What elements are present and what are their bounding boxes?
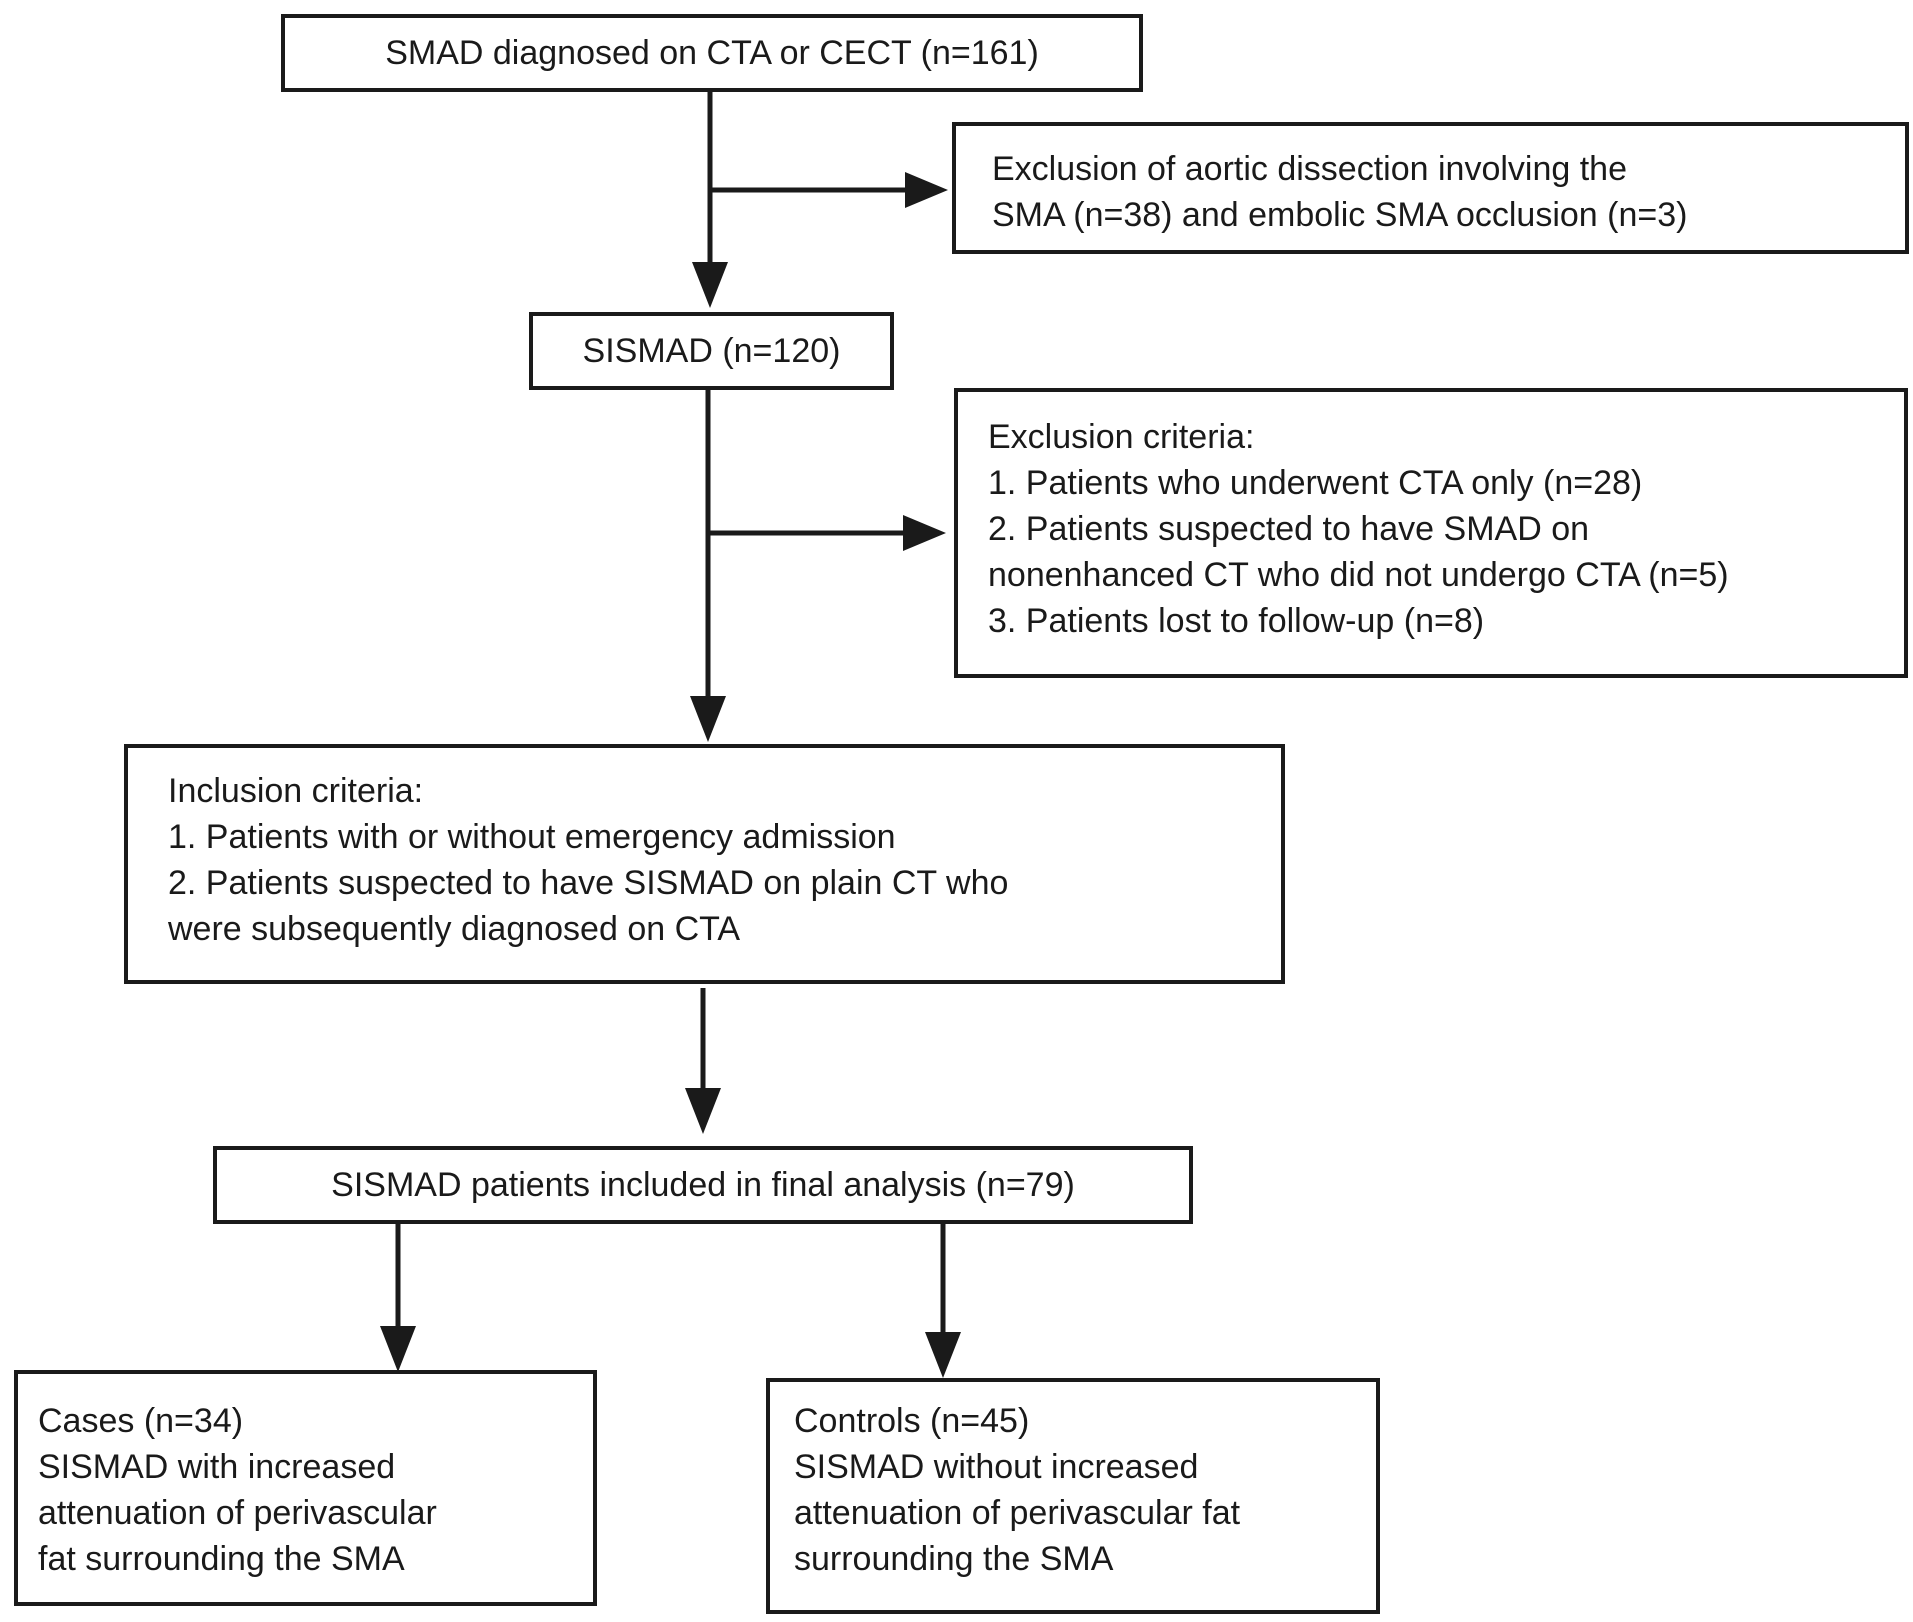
inclusion-criteria-item: 1. Patients with or without emergency ad… — [168, 818, 896, 856]
exclusion1-line: SMA (n=38) and embolic SMA occlusion (n=… — [992, 196, 1688, 234]
exclusion-criteria-item: 3. Patients lost to follow-up (n=8) — [988, 602, 1485, 640]
cases-line: SISMAD with increased — [38, 1448, 396, 1486]
cases-line: attenuation of perivascular — [38, 1494, 437, 1532]
exclusion1-line: Exclusion of aortic dissection involving… — [992, 150, 1627, 188]
controls-line: Controls (n=45) — [794, 1402, 1030, 1440]
controls-line: surrounding the SMA — [794, 1540, 1114, 1578]
box-sismad-label: SISMAD (n=120) — [582, 332, 841, 370]
exclusion-criteria-item: nonenhanced CT who did not undergo CTA (… — [988, 556, 1729, 594]
box-final-analysis-label: SISMAD patients included in final analys… — [331, 1166, 1075, 1204]
box-exclusion-aortic: Exclusion of aortic dissection involving… — [952, 122, 1909, 254]
box-exclusion-criteria: Exclusion criteria: 1. Patients who unde… — [954, 388, 1908, 678]
inclusion-criteria-item: were subsequently diagnosed on CTA — [168, 910, 741, 948]
cases-line: fat surrounding the SMA — [38, 1540, 405, 1578]
exclusion-criteria-item: 1. Patients who underwent CTA only (n=28… — [988, 464, 1643, 502]
box-smad-diagnosed: SMAD diagnosed on CTA or CECT (n=161) — [281, 14, 1143, 92]
exclusion-criteria-title: Exclusion criteria: — [988, 418, 1255, 456]
inclusion-criteria-title: Inclusion criteria: — [168, 772, 424, 810]
inclusion-criteria-item: 2. Patients suspected to have SISMAD on … — [168, 864, 1009, 902]
arrowhead — [380, 1326, 416, 1372]
exclusion-criteria-item: 2. Patients suspected to have SMAD on — [988, 510, 1590, 548]
arrowhead — [905, 172, 948, 208]
arrowhead — [692, 262, 728, 308]
box-controls: Controls (n=45) SISMAD without increased… — [766, 1378, 1380, 1614]
arrowhead — [690, 696, 726, 742]
box-sismad: SISMAD (n=120) — [529, 312, 894, 390]
arrowhead — [685, 1088, 721, 1134]
arrowhead — [903, 515, 946, 551]
box-cases: Cases (n=34) SISMAD with increased atten… — [14, 1370, 597, 1606]
arrowhead — [925, 1332, 961, 1378]
box-inclusion-criteria: Inclusion criteria: 1. Patients with or … — [124, 744, 1285, 984]
box-final-analysis: SISMAD patients included in final analys… — [213, 1146, 1193, 1224]
box-smad-diagnosed-label: SMAD diagnosed on CTA or CECT (n=161) — [385, 34, 1039, 72]
controls-line: SISMAD without increased — [794, 1448, 1199, 1486]
cases-line: Cases (n=34) — [38, 1402, 244, 1440]
controls-line: attenuation of perivascular fat — [794, 1494, 1241, 1532]
